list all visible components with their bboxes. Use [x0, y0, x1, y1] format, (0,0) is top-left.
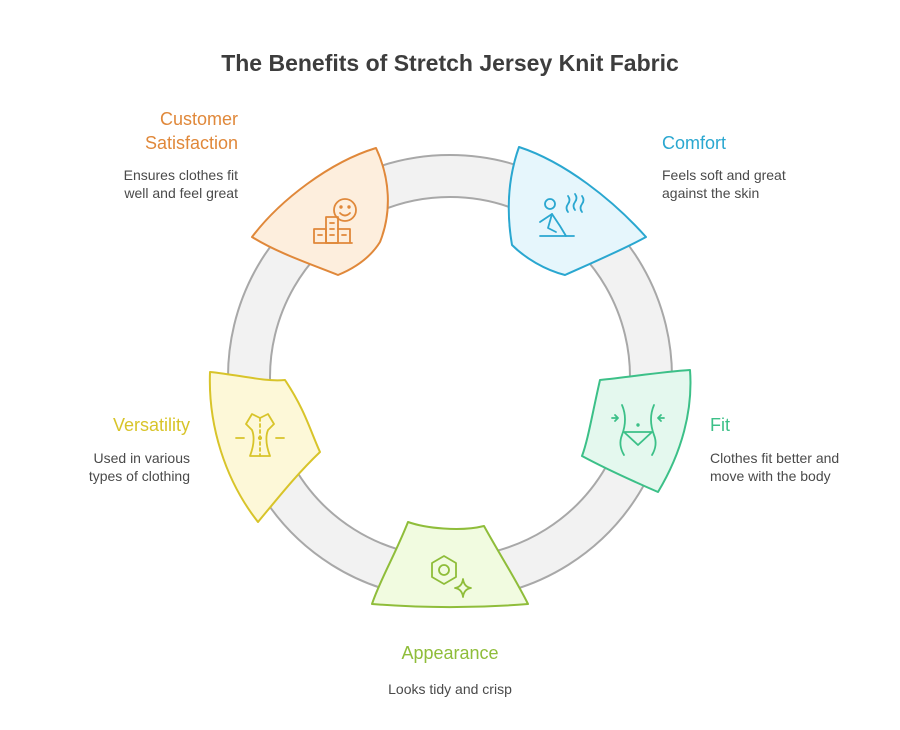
comfort-title: Comfort — [662, 133, 727, 153]
dress-form-icon — [235, 413, 285, 457]
fit-description: Clothes fit better and move with the bod… — [710, 450, 840, 484]
smiley-building-icon — [313, 198, 357, 244]
person-relaxing-heat-icon — [539, 193, 585, 237]
hexagon-sparkle-icon — [431, 555, 472, 598]
body-fit-icon — [611, 404, 665, 456]
comfort-description: Feels soft and great against the skin — [662, 167, 786, 201]
versatility-segment — [208, 371, 321, 523]
appearance-description: Looks tidy and crisp — [388, 681, 512, 697]
versatility-description: Used in various types of clothing — [88, 450, 190, 484]
customer-satisfaction-segment — [251, 147, 389, 276]
versatility-title: Versatility — [112, 415, 190, 435]
customer-satisfaction-title: Customer Satisfaction — [144, 109, 238, 153]
fit-segment — [581, 369, 692, 493]
comfort-segment — [507, 146, 647, 276]
appearance-title: Appearance — [401, 643, 499, 663]
diagram-title: The Benefits of Stretch Jersey Knit Fabr… — [221, 50, 679, 76]
customer-satisfaction-description: Ensures clothes fit well and feel great — [123, 167, 238, 201]
appearance-segment — [371, 521, 529, 608]
fit-title: Fit — [710, 415, 730, 435]
